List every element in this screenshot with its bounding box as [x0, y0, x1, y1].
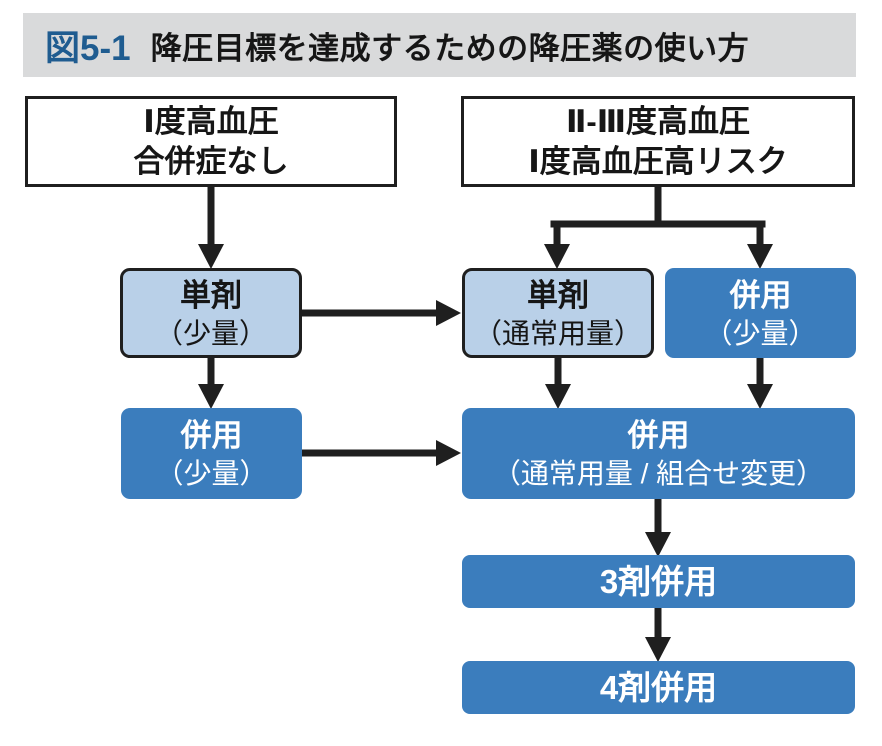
node-monotherapy-lowdose-line2: （少量） — [154, 317, 267, 349]
node-combination-lowdose-left-line2: （少量） — [155, 458, 268, 489]
node-combination-normaldose-line1: 併用 — [627, 418, 690, 453]
node-grade1-line2: 合併症なし — [133, 143, 289, 179]
arrow-startright-branch — [544, 183, 773, 269]
node-monotherapy-lowdose-line1: 単剤 — [180, 277, 242, 313]
node-combination-lowdose-right: 併用 （少量） — [665, 268, 856, 358]
node-combination-lowdose-right-line2: （少量） — [704, 317, 817, 349]
node-monotherapy-normaldose: 単剤 （通常用量） — [462, 268, 654, 358]
node-monotherapy-normaldose-line1: 単剤 — [527, 277, 589, 313]
arrow-combolowleft-to-combonormal — [302, 440, 461, 466]
node-grade1-line1: Ⅰ度高血圧 — [143, 103, 279, 139]
node-combination-normaldose: 併用 （通常用量 / 組合せ変更） — [462, 408, 855, 499]
node-monotherapy-normaldose-line2: （通常用量） — [473, 317, 642, 349]
node-grade1-no-complications: Ⅰ度高血圧 合併症なし — [25, 96, 397, 187]
arrow-triple-to-quad — [645, 608, 671, 662]
arrow-combolowright-to-combonormal — [747, 358, 773, 409]
arrow-monolow-to-combolowleft — [198, 358, 224, 409]
figure-header-bar: 図5-1 降圧目標を達成するための降圧薬の使い方 — [23, 13, 856, 77]
arrow-mononormal-to-combonormal — [545, 358, 571, 409]
node-quadruple-combination-label: 4剤併用 — [599, 668, 718, 706]
node-triple-combination-label: 3剤併用 — [599, 562, 718, 600]
node-combination-lowdose-right-line1: 併用 — [729, 277, 792, 313]
figure-title: 降圧目標を達成するための降圧薬の使い方 — [150, 30, 750, 66]
node-quadruple-combination: 4剤併用 — [462, 661, 855, 714]
node-combination-lowdose-left-line1: 併用 — [180, 418, 243, 453]
figure-number-label: 図5-1 — [45, 28, 131, 68]
node-grade2-3-line1: Ⅱ-Ⅲ度高血圧 — [565, 103, 751, 139]
node-combination-lowdose-left: 併用 （少量） — [121, 408, 302, 499]
node-combination-normaldose-line2: （通常用量 / 組合せ変更） — [492, 458, 825, 489]
node-grade2-3-line2: Ⅰ度高血圧高リスク — [528, 143, 788, 179]
arrow-monolow-to-mononormal — [302, 300, 461, 326]
node-monotherapy-lowdose: 単剤 （少量） — [120, 268, 302, 358]
arrow-startleft-to-monolow — [198, 187, 224, 269]
node-triple-combination: 3剤併用 — [462, 555, 855, 608]
node-grade2-3-highrisk: Ⅱ-Ⅲ度高血圧 Ⅰ度高血圧高リスク — [461, 96, 855, 187]
arrow-combonormal-to-triple — [645, 499, 671, 557]
